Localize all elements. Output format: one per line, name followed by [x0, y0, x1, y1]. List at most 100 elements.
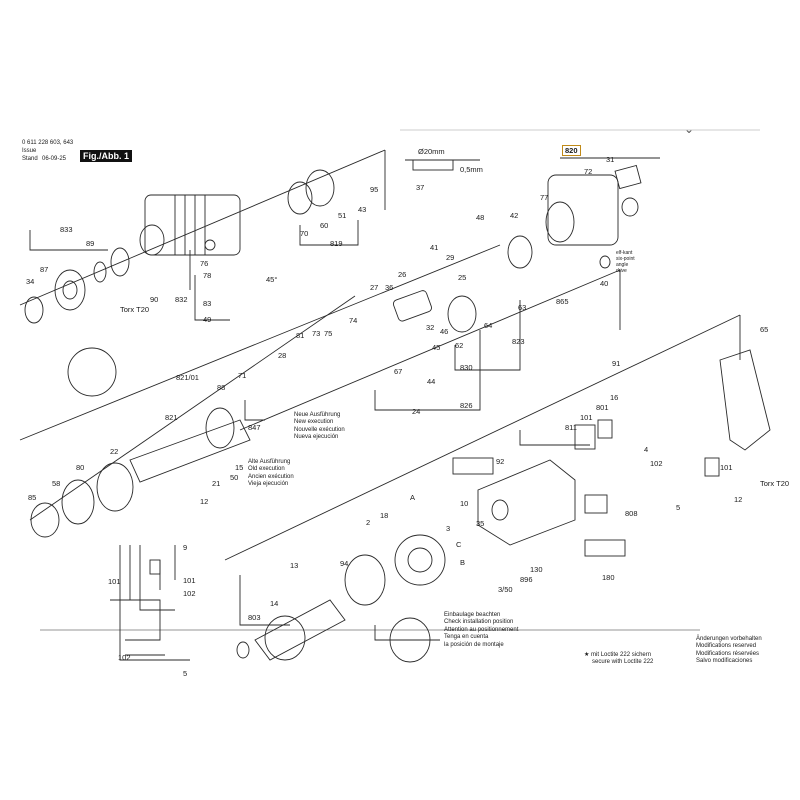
dimension-gap: 0,5mm — [460, 165, 483, 174]
part-label: 75 — [324, 329, 332, 338]
part-label: 101 — [108, 577, 121, 586]
part-label: 73 — [312, 329, 320, 338]
part-101-brush — [597, 419, 613, 439]
bracket — [244, 400, 265, 421]
issue-date: 06-09-25 — [42, 156, 67, 162]
part-label: 62 — [455, 341, 463, 350]
part-label: 31 — [606, 155, 614, 164]
part-label: 74 — [349, 316, 357, 325]
part-label: 63 — [518, 303, 526, 312]
chevron-down-icon[interactable]: ⌄ — [684, 122, 695, 136]
housing-screw — [204, 239, 216, 251]
part-865-nut — [599, 255, 611, 269]
part-labels: 833 87 89 34 832 76 78 83 49 90 70 60 81… — [26, 147, 789, 678]
part-label: 833 — [60, 225, 73, 234]
doc-number: 0 611 228 603, 643 — [22, 140, 74, 146]
part-label: 2 — [366, 518, 370, 527]
part-label: 67 — [394, 367, 402, 376]
bracket — [29, 230, 108, 251]
part-label: 830 — [460, 363, 473, 372]
part-label: 48 — [476, 213, 484, 222]
part-label: 180 — [602, 573, 615, 582]
part-18-fan — [344, 554, 386, 606]
part-label: 49 — [203, 315, 211, 324]
part-label: 821/01 — [176, 373, 199, 382]
part-label: 21 — [212, 479, 220, 488]
part-label: 15 — [235, 463, 243, 472]
part-85-washer — [30, 502, 60, 538]
part-label: 35 — [476, 519, 484, 528]
part-label: 80 — [76, 463, 84, 472]
part-label: 18 — [380, 511, 388, 520]
part-label: 88 — [217, 383, 225, 392]
part-label: 45 — [432, 343, 440, 352]
part-2-stator — [394, 534, 446, 586]
bracket — [119, 545, 190, 661]
guide-line — [19, 149, 386, 306]
part-label: 89 — [86, 239, 94, 248]
part-3-50-rotor — [264, 615, 306, 661]
part-label: 43 — [358, 205, 366, 214]
housing-bore — [139, 224, 165, 256]
part-label: 41 — [430, 243, 438, 252]
part-60-ring — [305, 169, 335, 207]
guide-line — [224, 314, 741, 561]
dimension-diameter: Ø20mm — [418, 147, 445, 156]
part-label: 94 — [340, 559, 348, 568]
figure-label: Fig./Abb. 1 — [80, 150, 132, 162]
bracket — [374, 625, 440, 641]
label-box-9 — [584, 539, 626, 557]
guide-line — [29, 295, 356, 521]
part-label: 81 — [296, 331, 304, 340]
part-808-plate — [584, 494, 608, 514]
part-label: 42 — [510, 211, 518, 220]
part-label: 5 — [676, 503, 680, 512]
part-label: 37 — [416, 183, 424, 192]
part-label: 34 — [26, 277, 34, 286]
part-31-cap — [614, 164, 642, 190]
housing-hole — [491, 499, 509, 521]
part-label: 101 — [580, 413, 593, 422]
part-spring — [110, 247, 130, 277]
part-25-gear — [447, 295, 477, 333]
part-label: 51 — [338, 211, 346, 220]
part-label: 14 — [270, 599, 278, 608]
bracket — [299, 220, 359, 246]
part-label: 5 — [183, 669, 187, 678]
part-70-ring — [287, 181, 313, 215]
part-87-bore — [62, 280, 78, 300]
detail-circle — [67, 347, 117, 397]
bracket — [519, 430, 590, 446]
part-12-switch — [704, 457, 720, 477]
part-label: A — [410, 493, 415, 502]
guide-line — [239, 269, 621, 431]
part-label: 32 — [426, 323, 434, 332]
part-label: 3/50 — [498, 585, 513, 594]
selected-part-highlight[interactable]: 820 — [562, 145, 581, 156]
part-label: 44 — [427, 377, 435, 386]
part-801-housing — [477, 459, 576, 546]
part-label: 87 — [40, 265, 48, 274]
part-label: 823 — [512, 337, 525, 346]
issue-label: Issue — [22, 148, 37, 154]
part-label: 77 — [540, 193, 548, 202]
part-16-brush-holder — [574, 424, 596, 450]
part-label: 847 — [248, 423, 261, 432]
part-label: 91 — [612, 359, 620, 368]
guide-line — [19, 244, 501, 441]
part-821-spindle — [129, 419, 251, 483]
part-label: 819 — [330, 239, 343, 248]
part-label: 40 — [600, 279, 608, 288]
part-label: 78 — [203, 271, 211, 280]
part-label: 9 — [183, 543, 187, 552]
part-label: 64 — [484, 321, 492, 330]
part-58-spring — [61, 479, 95, 525]
part-label: 72 — [584, 167, 592, 176]
label-box-10 — [452, 457, 494, 475]
part-label: 16 — [610, 393, 618, 402]
part-26-piston — [392, 290, 432, 322]
